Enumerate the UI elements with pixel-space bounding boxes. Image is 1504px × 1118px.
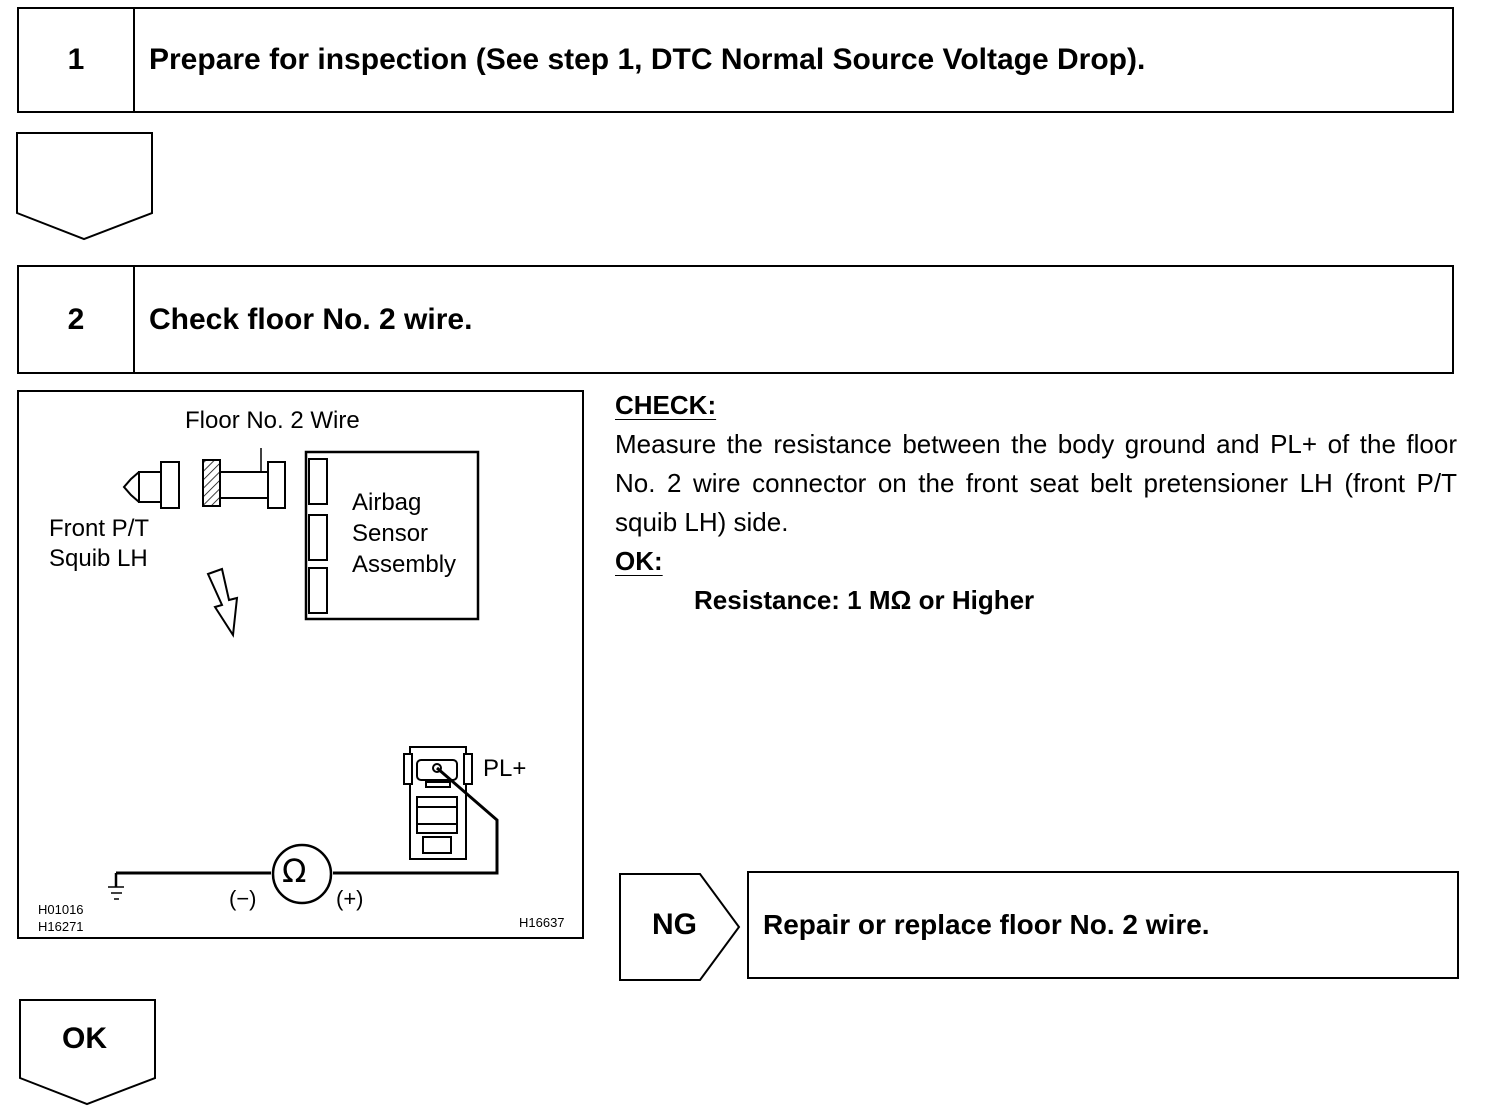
ohmmeter-icon	[271, 843, 333, 905]
wiring-diagram: Floor No. 2 Wire Front P/T Squib LH Airb…	[17, 390, 584, 939]
wire-connector	[202, 459, 221, 507]
sensor-label: Airbag	[352, 489, 422, 516]
terminal-connector	[403, 746, 473, 860]
ok-arrow-icon	[19, 999, 156, 1106]
step-title: Prepare for inspection (See step 1, DTC …	[149, 43, 1146, 76]
direction-arrow-icon	[206, 567, 239, 638]
resistance-spec: Resistance: 1 MΩ or Higher	[694, 585, 1035, 615]
sensor-label: Assembly	[352, 551, 457, 578]
ng-action-box: Repair or replace floor No. 2 wire.	[747, 871, 1459, 979]
check-section: CHECK: Measure the resistance between th…	[615, 386, 1457, 620]
step-title: Check floor No. 2 wire.	[149, 302, 473, 336]
squib-label: Squib LH	[49, 545, 148, 572]
check-heading: CHECK:	[615, 390, 717, 420]
figure-code: H16271	[38, 919, 84, 934]
sensor-label: Sensor	[352, 520, 429, 547]
ng-arrow-icon	[619, 873, 741, 981]
squib-label: Front P/T	[49, 515, 150, 542]
ng-label: NG	[652, 908, 697, 941]
squib-connector	[122, 461, 180, 509]
step-number: 1	[19, 9, 135, 111]
airbag-sensor-assembly	[304, 450, 480, 621]
negative-label: (−)	[229, 886, 257, 911]
down-arrow-icon	[16, 132, 153, 241]
ok-label: OK	[62, 1022, 107, 1055]
terminal-label: PL+	[483, 755, 527, 782]
ohm-symbol: Ω	[282, 852, 307, 890]
step-number: 2	[19, 267, 135, 372]
positive-label: (+)	[336, 886, 364, 911]
diagram-drawing	[108, 448, 499, 905]
ng-action: Repair or replace floor No. 2 wire.	[763, 909, 1210, 940]
ground-icon	[108, 886, 124, 900]
step-1-header: 1 Prepare for inspection (See step 1, DT…	[17, 7, 1454, 113]
check-instruction: Measure the resistance between the body …	[615, 429, 1457, 537]
ok-heading: OK:	[615, 546, 663, 576]
wire-label: Floor No. 2 Wire	[185, 407, 360, 434]
figure-code: H16637	[519, 915, 565, 930]
step-2-header: 2 Check floor No. 2 wire.	[17, 265, 1454, 374]
figure-code: H01016	[38, 902, 84, 917]
